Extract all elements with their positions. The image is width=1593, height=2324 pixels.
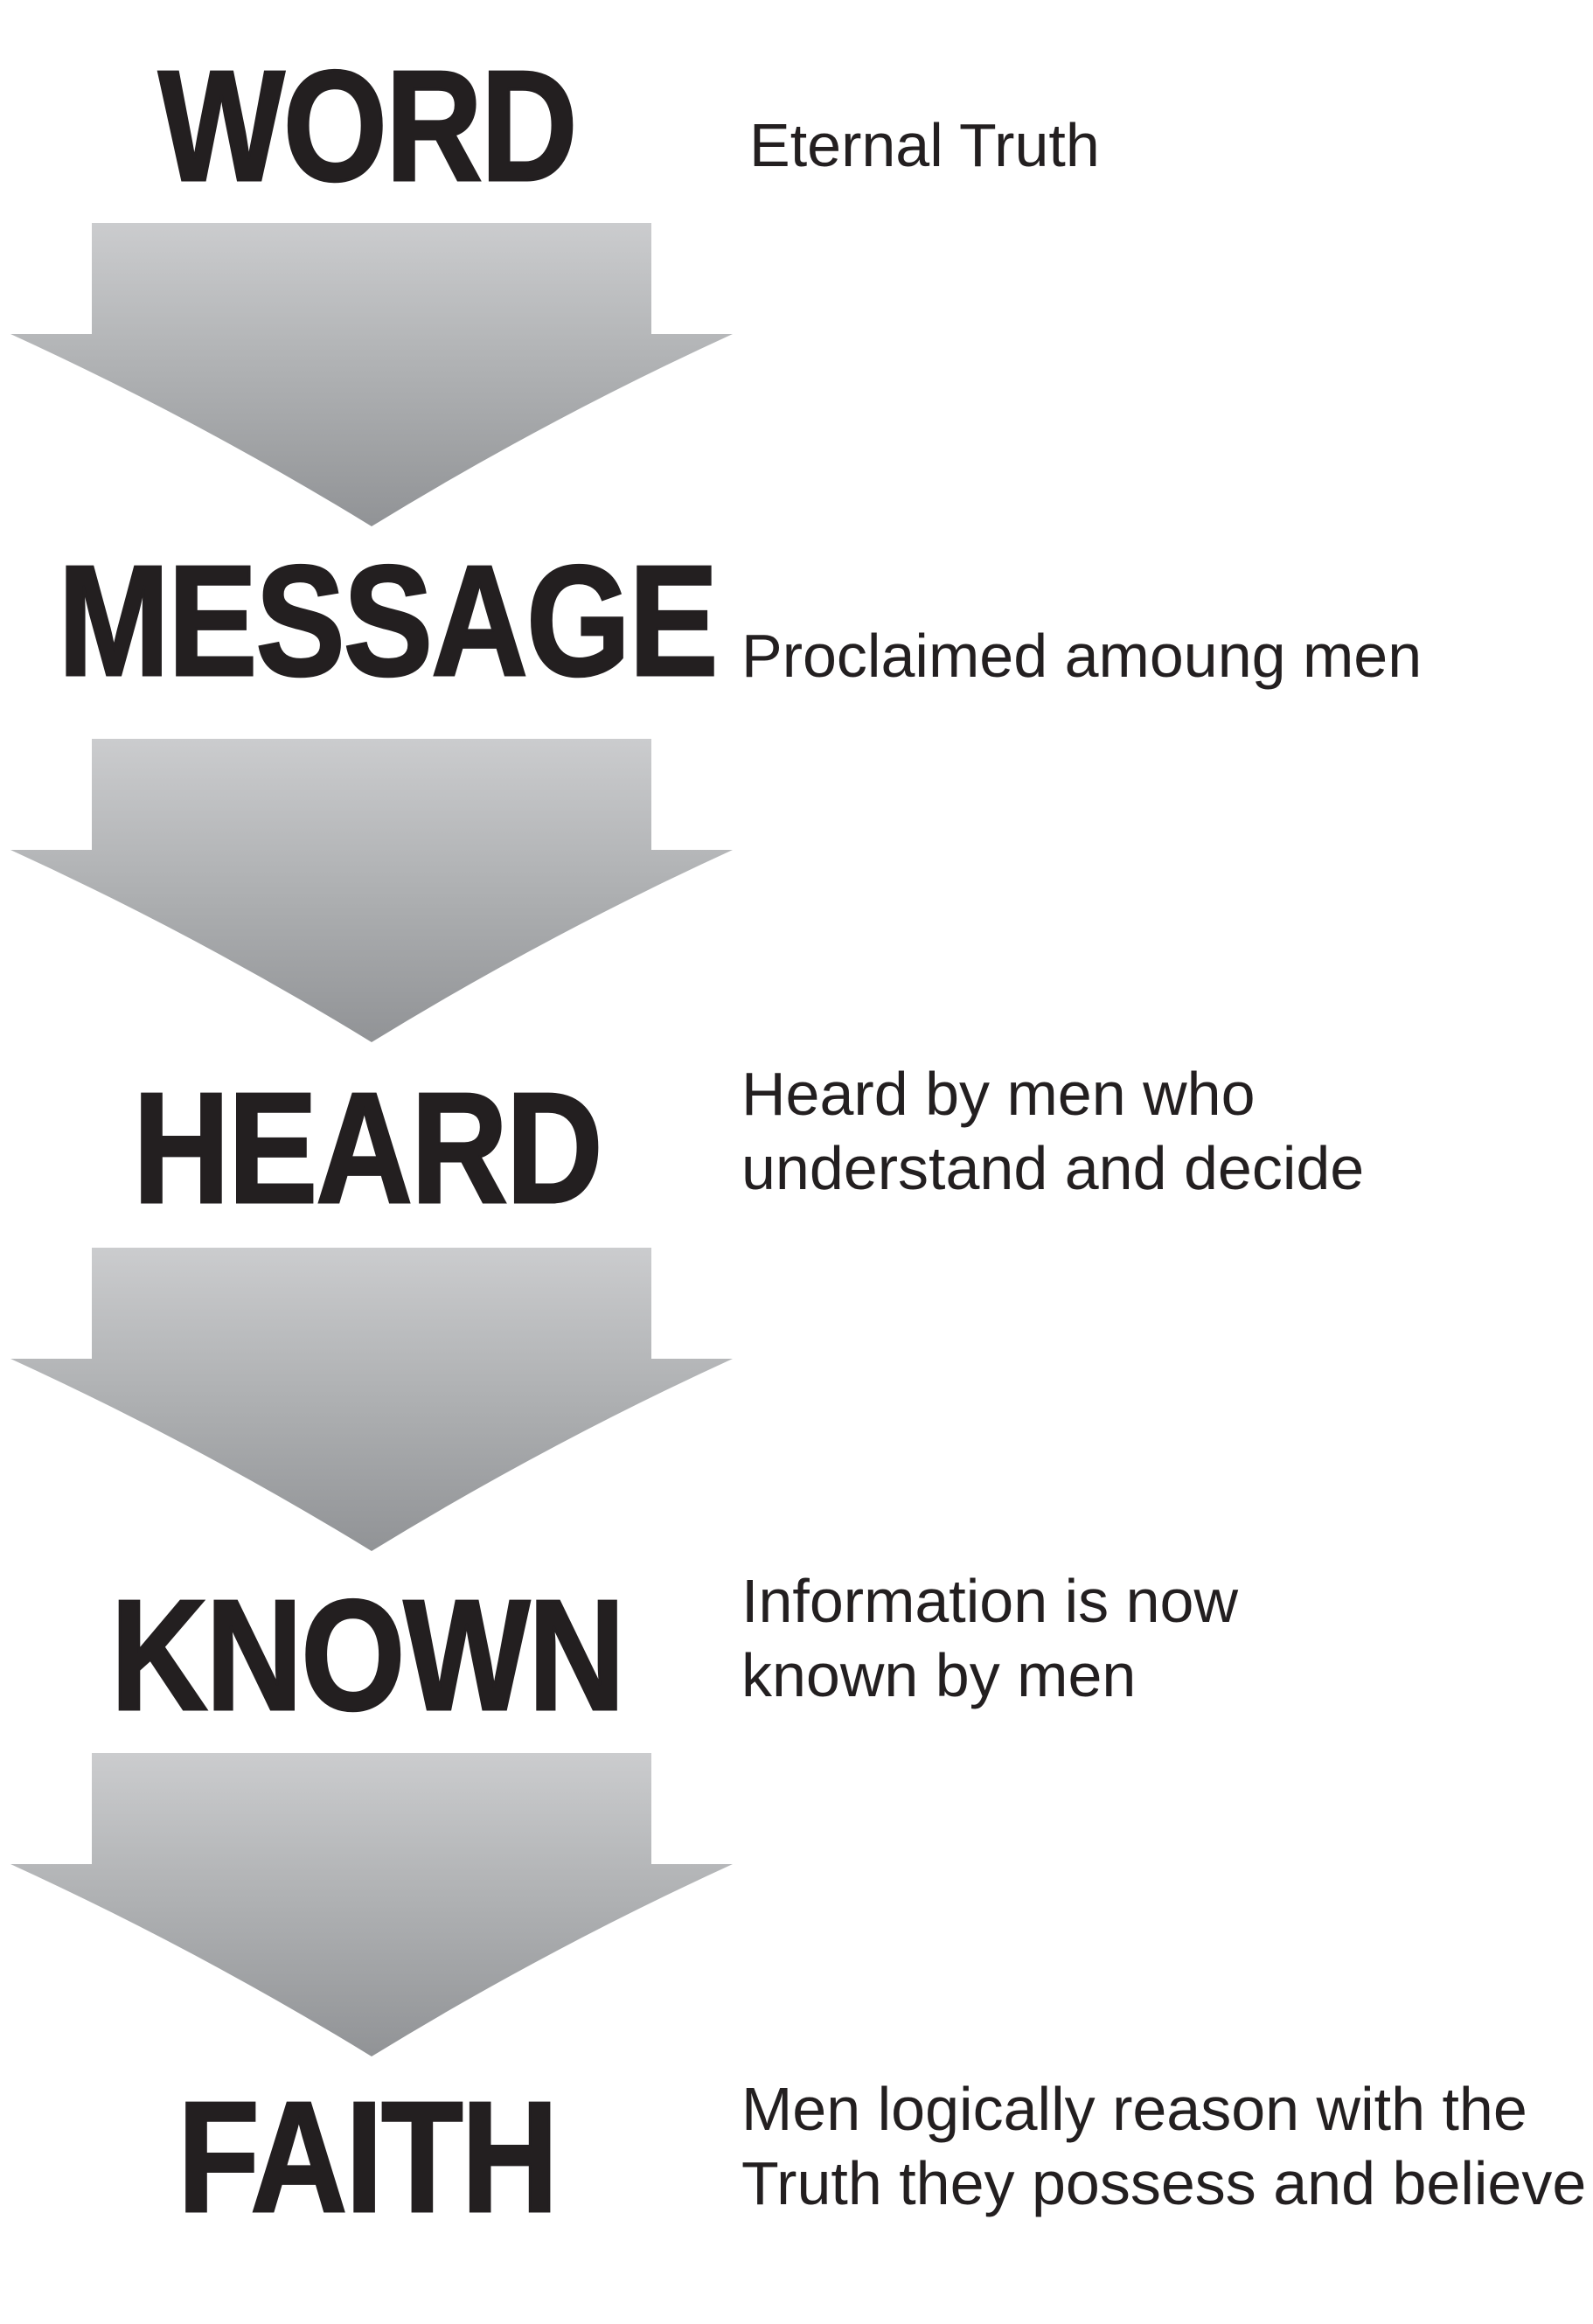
down-arrow-icon: [10, 1753, 733, 2056]
stage-label-heard: HEARD: [0, 1061, 734, 1236]
stage-description-faith: Men logically reason with the Truth they…: [741, 2072, 1586, 2221]
down-arrow-shape: [10, 1248, 733, 1551]
stage-label-text: KNOWN: [110, 1568, 627, 1743]
down-arrow-shape: [10, 1753, 733, 2056]
down-arrow-shape: [10, 739, 733, 1042]
stage-description-word: Eternal Truth: [749, 108, 1100, 183]
stage-label-message: MESSAGE: [0, 533, 734, 709]
stage-description-message: Proclaimed amoung men: [741, 619, 1422, 693]
description-line: Information is now: [741, 1567, 1239, 1635]
stage-label-text: MESSAGE: [57, 533, 720, 709]
stage-label-text: WORD: [157, 38, 579, 214]
stage-description-heard: Heard by men who understand and decide: [741, 1057, 1364, 1206]
down-arrow-icon: [10, 223, 733, 526]
description-line: Eternal Truth: [749, 111, 1100, 179]
description-line: known by men: [741, 1641, 1137, 1709]
stage-description-known: Information is now known by men: [741, 1564, 1238, 1713]
down-arrow-icon: [10, 739, 733, 1042]
description-line: Men logically reason with the: [741, 2075, 1527, 2143]
description-line: Truth they possess and believe: [741, 2149, 1587, 2217]
description-line: Heard by men who: [741, 1060, 1256, 1128]
description-line: understand and decide: [741, 1134, 1365, 1202]
stage-label-text: HEARD: [132, 1061, 604, 1236]
stage-label-known: KNOWN: [0, 1568, 734, 1743]
down-arrow-shape: [10, 223, 733, 526]
stage-label-word: WORD: [0, 38, 734, 214]
stage-label-faith: FAITH: [0, 2070, 734, 2245]
down-arrow-icon: [10, 1248, 733, 1551]
description-line: Proclaimed amoung men: [741, 622, 1423, 690]
stage-label-text: FAITH: [177, 2070, 560, 2245]
